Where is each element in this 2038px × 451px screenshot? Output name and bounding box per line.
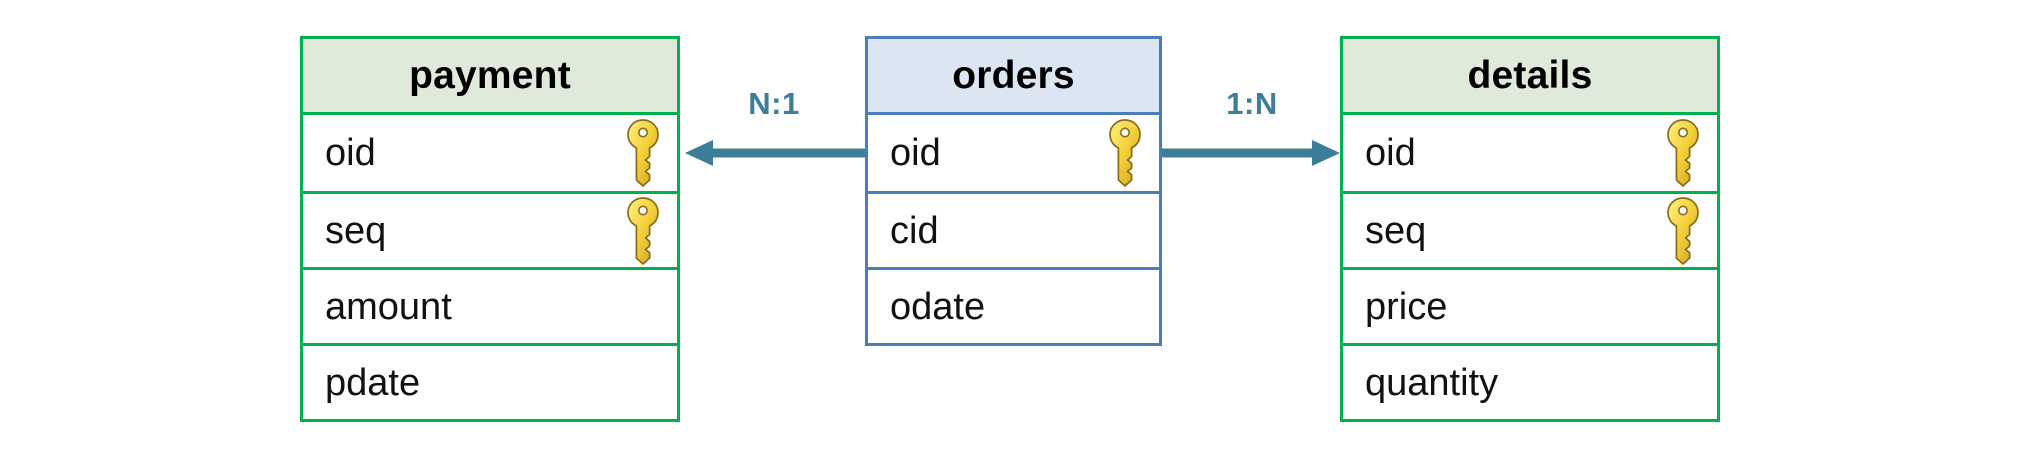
field-row-payment-oid[interactable]: oid (303, 115, 677, 191)
field-row-payment-pdate[interactable]: pdate (303, 343, 677, 419)
key-icon (625, 117, 661, 189)
field-name-label: pdate (325, 361, 421, 404)
field-name-label: cid (890, 209, 939, 252)
field-name-label: seq (1365, 209, 1427, 252)
field-row-orders-odate[interactable]: odate (868, 267, 1159, 343)
key-icon (1665, 195, 1701, 267)
field-row-details-seq[interactable]: seq (1343, 191, 1717, 267)
left-arrow-icon (685, 140, 865, 166)
field-row-orders-cid[interactable]: cid (868, 191, 1159, 267)
entity-table-orders[interactable]: orders oid cid odate (865, 36, 1162, 346)
right-arrow-icon (1162, 140, 1340, 166)
field-row-details-price[interactable]: price (1343, 267, 1717, 343)
key-icon (1665, 117, 1701, 189)
field-row-details-quantity[interactable]: quantity (1343, 343, 1717, 419)
field-name-label: price (1365, 285, 1448, 328)
relationship-label-n1: N:1 (748, 86, 800, 121)
field-name-label: oid (325, 132, 376, 174)
field-name-label: amount (325, 285, 452, 328)
field-name-label: oid (1365, 132, 1416, 174)
entity-title-orders: orders (868, 39, 1159, 115)
key-icon (625, 195, 661, 267)
field-name-label: oid (890, 132, 941, 174)
entity-title-payment: payment (303, 39, 677, 115)
relationship-orders-to-details: 1:N (1162, 86, 1342, 172)
entity-table-details[interactable]: details oid seq price quantit (1340, 36, 1720, 422)
relationship-orders-to-payment: N:1 (683, 86, 865, 172)
field-row-orders-oid[interactable]: oid (868, 115, 1159, 191)
field-name-label: quantity (1365, 361, 1499, 404)
field-row-payment-seq[interactable]: seq (303, 191, 677, 267)
field-name-label: odate (890, 285, 986, 328)
key-icon (1107, 117, 1143, 189)
entity-title-details: details (1343, 39, 1717, 115)
field-row-payment-amount[interactable]: amount (303, 267, 677, 343)
relationship-label-1n: 1:N (1226, 86, 1278, 121)
field-row-details-oid[interactable]: oid (1343, 115, 1717, 191)
field-name-label: seq (325, 209, 387, 252)
entity-table-payment[interactable]: payment oid seq (300, 36, 680, 422)
